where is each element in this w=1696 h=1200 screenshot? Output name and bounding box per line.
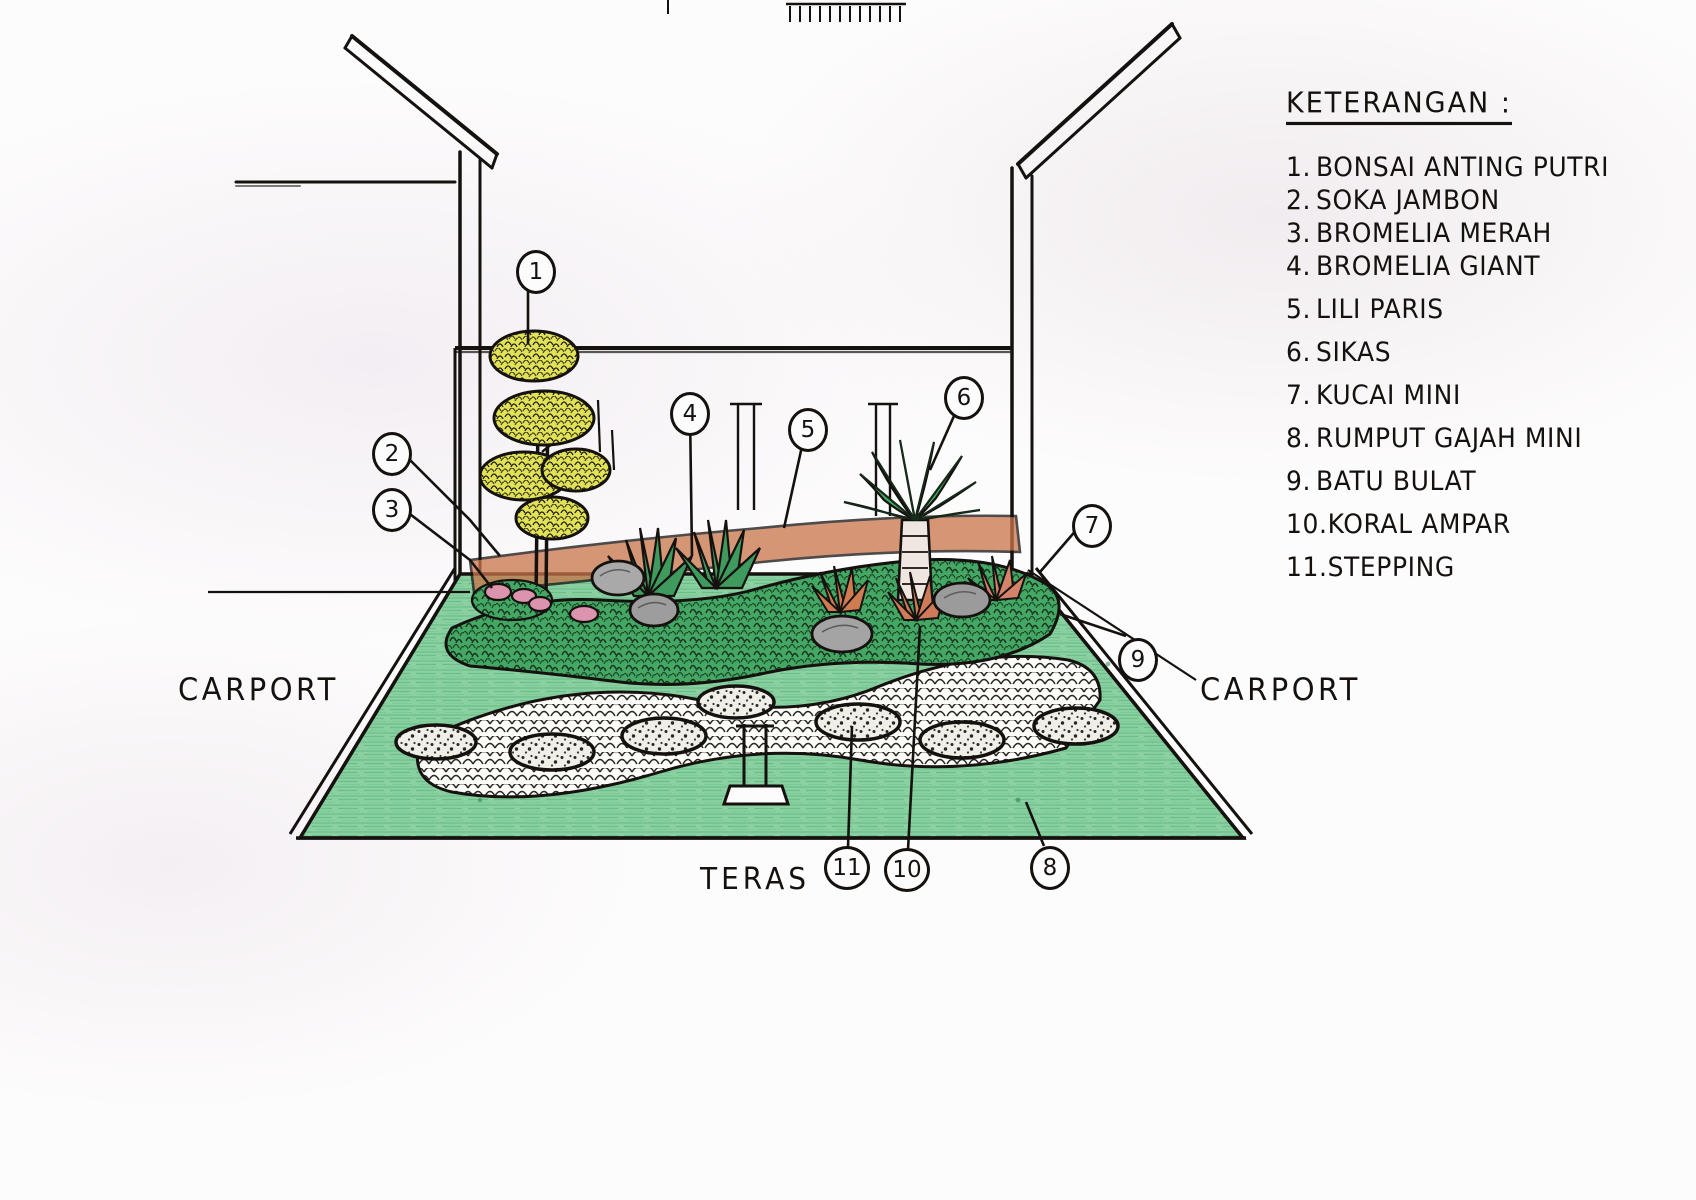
carport-right-label: CARPORT xyxy=(1200,670,1361,708)
garden-lamp xyxy=(721,724,791,806)
teras-label: TERAS xyxy=(700,860,811,897)
legend-item-3-label: BROMELIA MERAH xyxy=(1316,218,1552,249)
legend-item-6: 6.SIKAS xyxy=(1286,335,1686,370)
legend-item-8-label: RUMPUT GAJAH MINI xyxy=(1316,423,1583,454)
legend-item-3-num: 3. xyxy=(1286,218,1312,249)
callout-bubble-1[interactable]: 1 xyxy=(516,250,556,294)
bromelia-merah-a xyxy=(811,565,869,615)
callout-bubble-8[interactable]: 8 xyxy=(1030,846,1070,890)
callout-bubble-3[interactable]: 3 xyxy=(372,488,412,532)
legend-item-2-label: SOKA JAMBON xyxy=(1316,185,1500,216)
legend-item-5-label: LILI PARIS xyxy=(1316,294,1444,325)
legend-list: 1.BONSAI ANTING PUTRI 2.SOKA JAMBON 3.BR… xyxy=(1286,150,1686,583)
legend-item-10-num: 10. xyxy=(1286,509,1328,540)
legend-item-9: 9.BATU BULAT xyxy=(1286,464,1686,499)
batu-bulat-group xyxy=(590,559,992,654)
callout-bubble-2[interactable]: 2 xyxy=(372,432,412,476)
legend-item-1-label: BONSAI ANTING PUTRI xyxy=(1316,152,1610,183)
legend-item-1-num: 1. xyxy=(1286,152,1312,183)
callout-bubble-5[interactable]: 5 xyxy=(788,408,828,452)
legend-item-5-num: 5. xyxy=(1286,294,1312,325)
legend-item-4-num: 4. xyxy=(1286,251,1312,282)
bromelia-giant-right xyxy=(675,519,762,591)
callout-bubble-6[interactable]: 6 xyxy=(944,376,984,420)
legend-item-11-label: STEPPING xyxy=(1327,552,1455,583)
legend-item-8: 8.RUMPUT GAJAH MINI xyxy=(1286,421,1686,456)
legend-item-10-label: KORAL AMPAR xyxy=(1327,509,1511,540)
legend-item-6-num: 6. xyxy=(1286,337,1312,368)
legend-item-2-num: 2. xyxy=(1286,185,1312,216)
legend-item-7-num: 7. xyxy=(1286,380,1312,411)
legend-item-9-num: 9. xyxy=(1286,466,1312,497)
legend-item-4: 4.BROMELIA GIANT xyxy=(1286,249,1686,284)
soka-jambon xyxy=(470,578,600,624)
legend-panel: KETERANGAN : 1.BONSAI ANTING PUTRI 2.SOK… xyxy=(1286,87,1686,583)
legend-item-2: 2.SOKA JAMBON xyxy=(1286,183,1686,218)
legend-item-6-label: SIKAS xyxy=(1316,337,1392,368)
callout-bubble-10[interactable]: 10 xyxy=(884,848,930,892)
callout-bubble-11[interactable]: 11 xyxy=(824,846,870,890)
legend-item-7-label: KUCAI MINI xyxy=(1316,380,1461,411)
legend-title: KETERANGAN : xyxy=(1286,87,1512,126)
legend-item-5: 5.LILI PARIS xyxy=(1286,292,1686,327)
legend-item-3: 3.BROMELIA MERAH xyxy=(1286,216,1686,251)
stepping-stones xyxy=(394,684,1120,772)
topiary-tree xyxy=(478,329,616,601)
carport-left-label: CARPORT xyxy=(178,670,339,708)
callout-bubble-7[interactable]: 7 xyxy=(1072,504,1112,548)
legend-item-11: 11.STEPPING xyxy=(1286,550,1686,585)
callout-bubble-9[interactable]: 9 xyxy=(1118,638,1158,682)
callout-bubble-4[interactable]: 4 xyxy=(670,392,710,436)
legend-item-7: 7.KUCAI MINI xyxy=(1286,378,1686,413)
legend-item-8-num: 8. xyxy=(1286,423,1312,454)
legend-item-10: 10.KORAL AMPAR xyxy=(1286,507,1686,542)
bromelia-merah-c xyxy=(967,555,1029,603)
legend-item-11-num: 11. xyxy=(1286,552,1328,583)
legend-item-1: 1.BONSAI ANTING PUTRI xyxy=(1286,150,1686,185)
legend-item-4-label: BROMELIA GIANT xyxy=(1316,251,1541,282)
legend-item-9-label: BATU BULAT xyxy=(1316,466,1477,497)
